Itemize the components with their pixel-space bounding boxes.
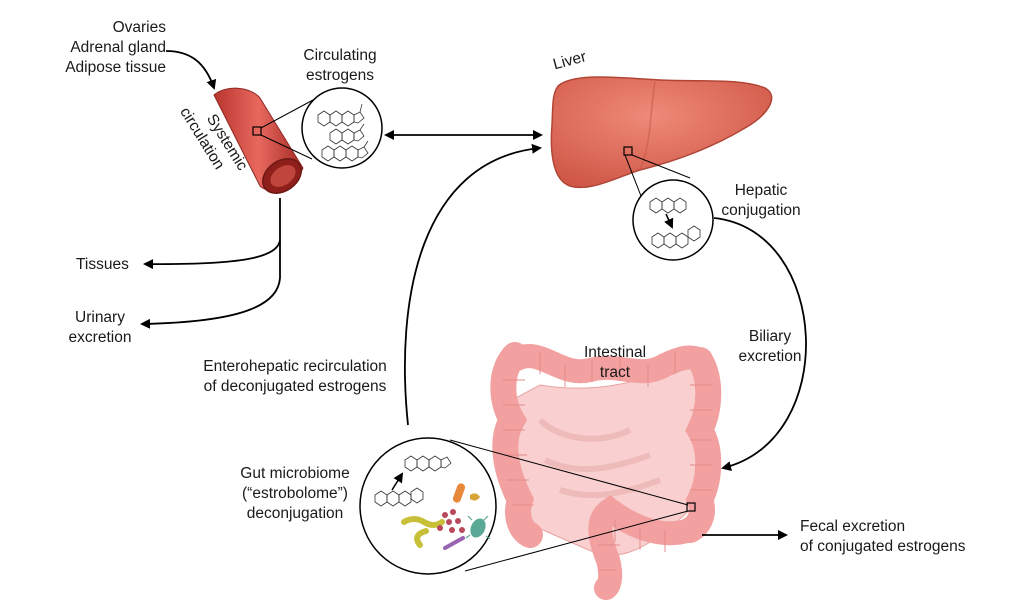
blood-vessel-icon <box>213 87 304 194</box>
hepatic-conjugation-label: Hepatic conjugation <box>721 182 801 219</box>
hepatic-magnifier-icon <box>624 154 714 261</box>
fecal-excretion-label: Fecal excretion of conjugated estrogens <box>800 518 966 555</box>
arrows <box>140 50 807 540</box>
intestinal-tract-label: Intestinal tract <box>583 344 647 381</box>
microbiome-magnifier-icon <box>359 437 689 575</box>
bacteria-icon <box>401 483 491 550</box>
tissues-label: Tissues <box>76 256 129 273</box>
enterohepatic-recirculation-label: Enterohepatic recirculation of deconjuga… <box>203 358 387 395</box>
molecule-magnifier-icon <box>260 87 383 169</box>
circulating-estrogens-label: Circulating estrogens <box>303 47 377 84</box>
estrogen-sources-label: Ovaries Adrenal gland Adipose tissue <box>65 19 166 76</box>
urinary-excretion-label: Urinary excretion <box>68 309 132 346</box>
biliary-excretion-label: Biliary excretion <box>738 328 802 365</box>
gut-microbiome-label: Gut microbiome (“estrobolome”) deconjuga… <box>240 465 350 522</box>
intestine-icon <box>490 342 722 600</box>
liver-icon <box>550 76 773 189</box>
